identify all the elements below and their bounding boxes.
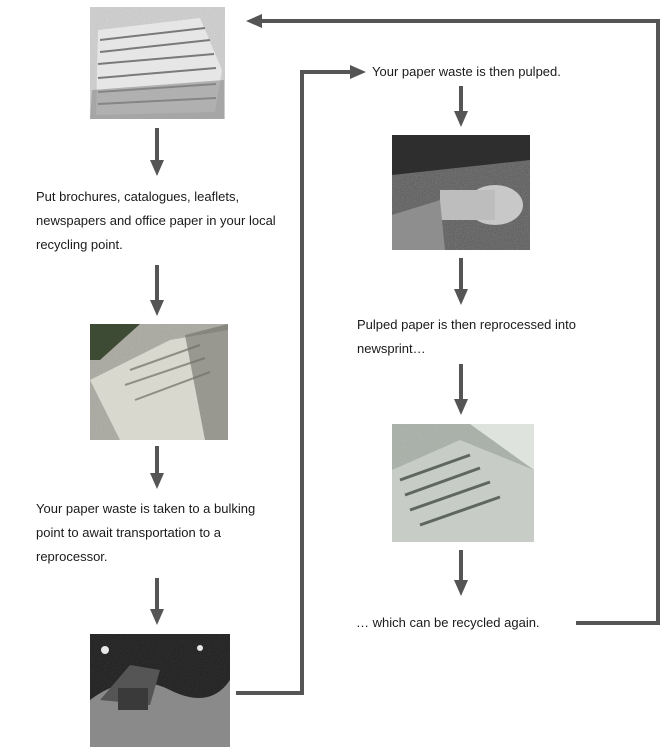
bulking-yard-photo [90,634,230,747]
newsprint-photo [392,424,534,542]
step-bulking-text: Your paper waste is taken to a bulking p… [36,501,256,564]
arrow-pulped-to-photo4 [454,86,468,127]
step-reprocessed-text: Pulped paper is then reprocessed into ne… [357,317,576,356]
arrow-text4-to-photo5 [454,364,468,415]
arrow-photo2-to-text2 [150,446,164,489]
arrow-photo1-to-text1 [150,128,164,176]
arrow-text2-to-photo3 [150,578,164,625]
arrow-photo4-to-text4 [454,258,468,305]
step-recycled-again-text: … which can be recycled again. [356,615,540,630]
arrow-text1-to-photo2 [150,265,164,316]
arrow-photo3-to-pulped [236,65,366,695]
pulping-machinery-photo [392,135,530,250]
recycling-bin-paper-photo [90,324,228,440]
arrow-recycled-to-start [246,14,660,625]
paper-stack-photo [90,7,225,119]
arrow-photo5-to-text5 [454,550,468,596]
step-pulped-text: Your paper waste is then pulped. [372,64,561,79]
step-collect-text: Put brochures, catalogues, leaflets, new… [36,189,276,252]
